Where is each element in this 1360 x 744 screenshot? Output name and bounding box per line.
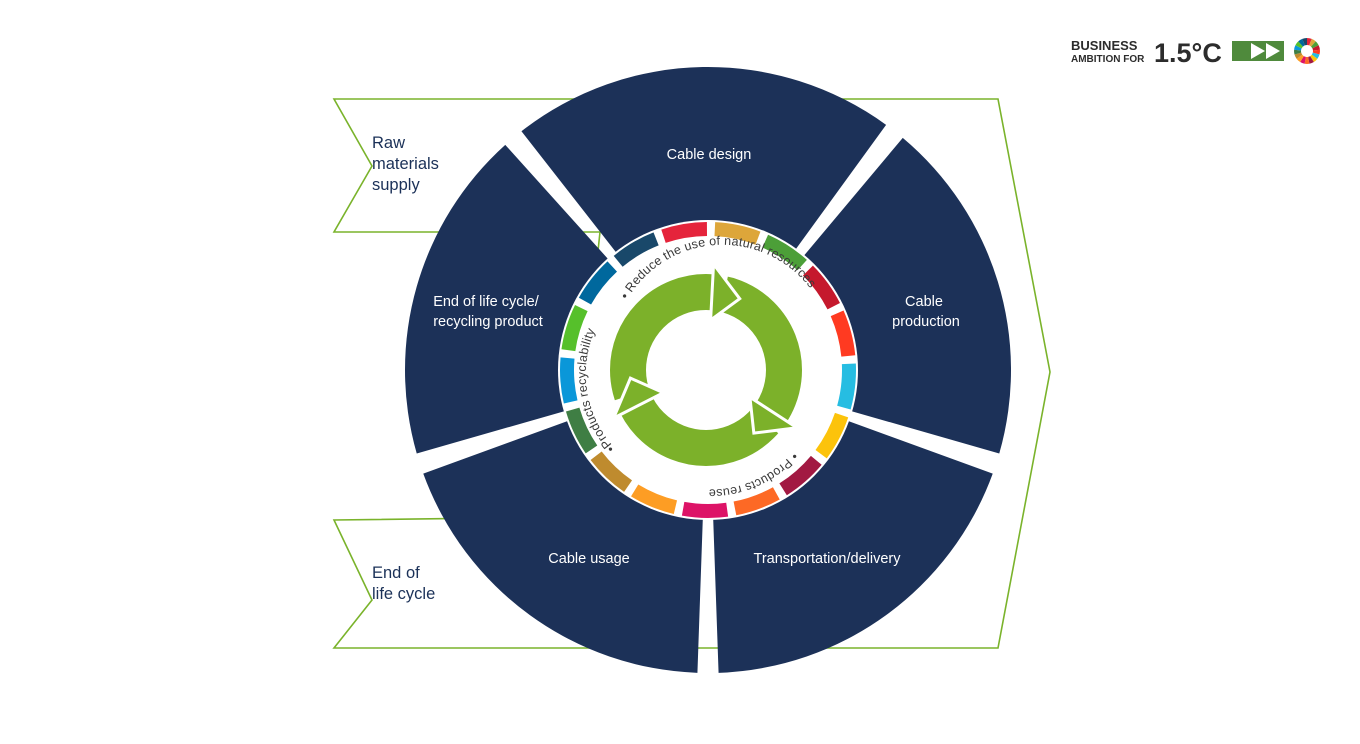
sdg-wheel-slice	[1302, 38, 1307, 46]
sdg-wheel-slice	[1310, 54, 1318, 63]
segment-label-cable-usage: Cable usage	[548, 551, 629, 567]
sdg-wheel-slice	[1300, 56, 1306, 64]
segment-label-cable-design: Cable design	[667, 147, 752, 163]
sdg-ring-tile	[681, 501, 729, 518]
sdg-wheel-slice	[1311, 41, 1319, 49]
sdg-ring-tile	[565, 407, 598, 454]
sdg-wheel-slice	[1296, 54, 1304, 63]
sdg-ring-tile	[815, 412, 849, 459]
segment-label-cable-production: Cable production	[892, 294, 960, 330]
sdg-ring-tile	[613, 232, 659, 267]
sdg-ring-tile	[631, 484, 678, 514]
recycle-arrowhead	[708, 259, 742, 324]
sdg-ring-tile	[578, 261, 617, 305]
recycle-arrows-icon	[610, 259, 802, 466]
sdg-ring-tile	[837, 363, 856, 410]
sdg-wheel-slice	[1295, 41, 1303, 49]
side-label-end-of-life: End of life cycle	[372, 564, 435, 603]
sdg-wheel-slice	[1298, 38, 1305, 47]
sdg-color-ring	[559, 222, 856, 518]
recycle-arrowhead	[610, 376, 667, 422]
logo-line-2: AMBITION FOR	[1071, 54, 1145, 65]
sdg-wheel-icon	[1293, 38, 1321, 65]
sdg-ring-tile	[802, 265, 840, 310]
sdg-wheel-slice	[1304, 56, 1310, 65]
sdg-wheel-slice	[1312, 49, 1321, 55]
sdg-ring-tile	[779, 455, 822, 496]
sdg-ring-tile	[559, 357, 578, 404]
sdg-ring-tile	[661, 222, 708, 243]
sdg-ring-tile	[590, 451, 633, 492]
sdg-ring-tile	[733, 487, 780, 516]
sdg-wheel-slice	[1312, 45, 1320, 51]
fast-forward-icon	[1232, 41, 1284, 61]
sdg-ring-tile	[714, 222, 761, 245]
segment-labels: Cable design Cable production Transporta…	[433, 147, 960, 567]
side-label-raw-materials: Raw materials supply	[372, 134, 444, 194]
logo-temperature: 1.5°C	[1154, 38, 1222, 68]
inner-disc	[558, 220, 858, 520]
arrow-outlines	[332, 98, 1051, 649]
sdg-wheel-slice	[1294, 52, 1303, 59]
segment-label-transportation: Transportation/delivery	[754, 551, 902, 567]
sdg-ring-tile	[561, 305, 588, 352]
sdg-ring-tile	[830, 310, 856, 357]
sdg-wheel-slice	[1294, 45, 1302, 51]
segment-cable-design	[521, 67, 887, 276]
raw-materials-arrow	[332, 98, 1051, 649]
sdg-wheel-slice	[1307, 38, 1312, 46]
recycle-arrowhead	[748, 394, 802, 435]
sdg-wheel-slice	[1309, 38, 1316, 47]
sdg-ring-tile	[762, 234, 807, 271]
sdg-wheel-slice	[1293, 49, 1302, 55]
sdg-wheel-slice	[1311, 52, 1320, 59]
logo-line-1: BUSINESS	[1071, 38, 1138, 53]
segment-label-end-of-life-recycling: End of life cycle/ recycling product	[433, 294, 543, 330]
business-ambition-logo: BUSINESS AMBITION FOR 1.5°C	[1071, 38, 1321, 68]
sdg-wheel-slice	[1308, 56, 1314, 64]
